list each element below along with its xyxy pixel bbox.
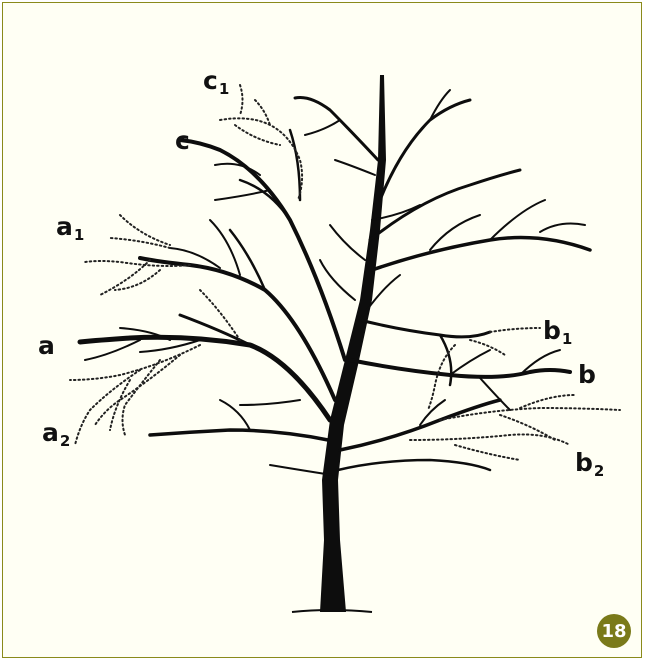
- label-b1: b1: [543, 318, 572, 343]
- label-a: a: [38, 333, 55, 358]
- label-c1: c1: [203, 68, 229, 93]
- label-b: b: [578, 362, 596, 387]
- label-a1: a1: [56, 214, 84, 239]
- label-c: c: [175, 128, 190, 153]
- page-number-badge: 18: [597, 614, 631, 648]
- label-a2: a2: [42, 420, 70, 445]
- trunk: [320, 75, 386, 612]
- label-b2: b2: [575, 450, 604, 475]
